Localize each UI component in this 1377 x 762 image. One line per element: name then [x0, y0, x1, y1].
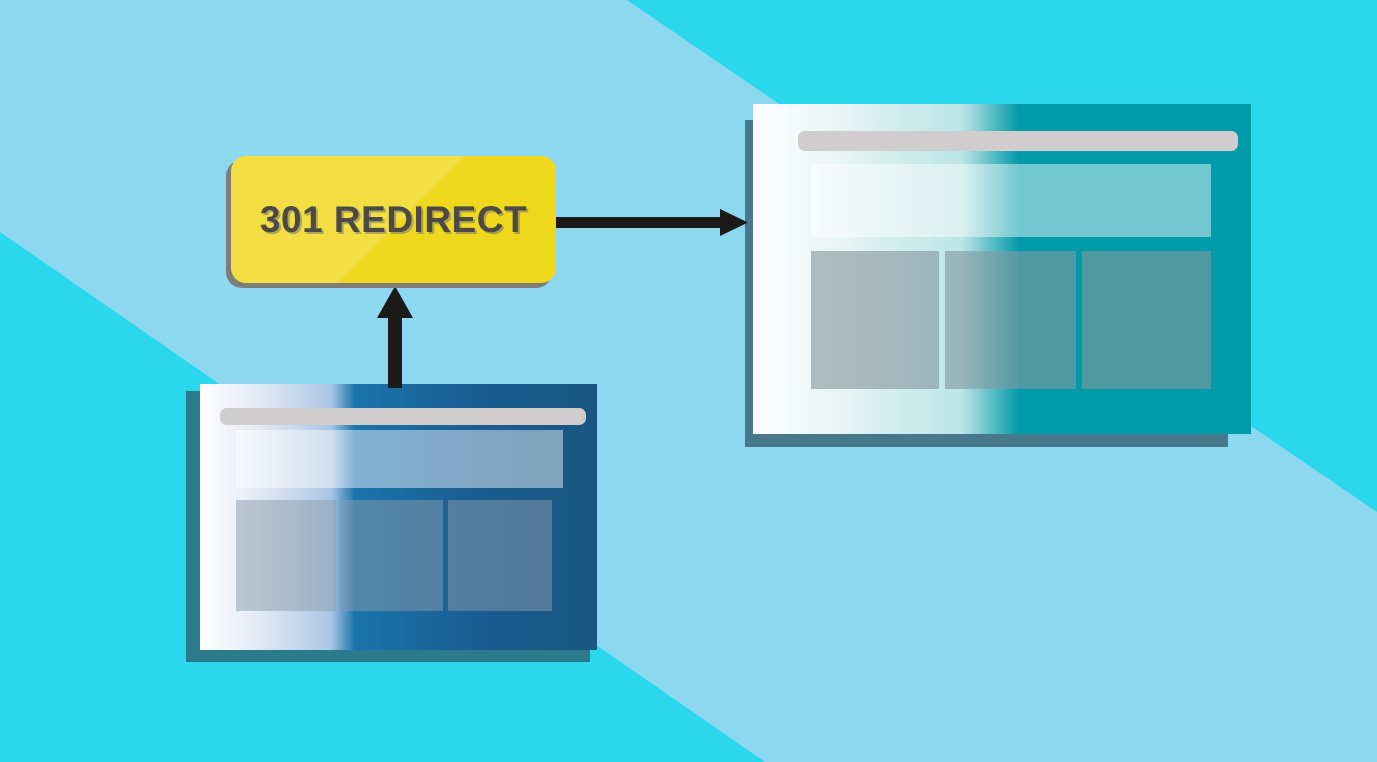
content-tile	[811, 251, 939, 389]
window-viewport	[753, 104, 1251, 434]
arrow-up-icon	[377, 286, 413, 388]
content-tile	[236, 500, 336, 611]
address-bar[interactable]	[220, 408, 586, 425]
redirect-badge-label: 301 REDIRECT	[259, 198, 528, 240]
content-tile	[945, 251, 1076, 389]
badge-gloss-overlay	[231, 156, 556, 283]
content-tile	[1082, 251, 1211, 389]
redirect-badge[interactable]: 301 REDIRECT	[231, 156, 556, 283]
new-page-window[interactable]	[745, 104, 1251, 449]
content-tile	[448, 500, 552, 611]
address-bar[interactable]	[798, 131, 1238, 151]
hero-banner	[811, 164, 1211, 237]
arrow-right-icon	[552, 209, 748, 236]
content-tile	[340, 500, 443, 611]
window-viewport	[200, 384, 597, 650]
old-page-window[interactable]	[186, 384, 604, 662]
hero-banner	[236, 430, 563, 488]
